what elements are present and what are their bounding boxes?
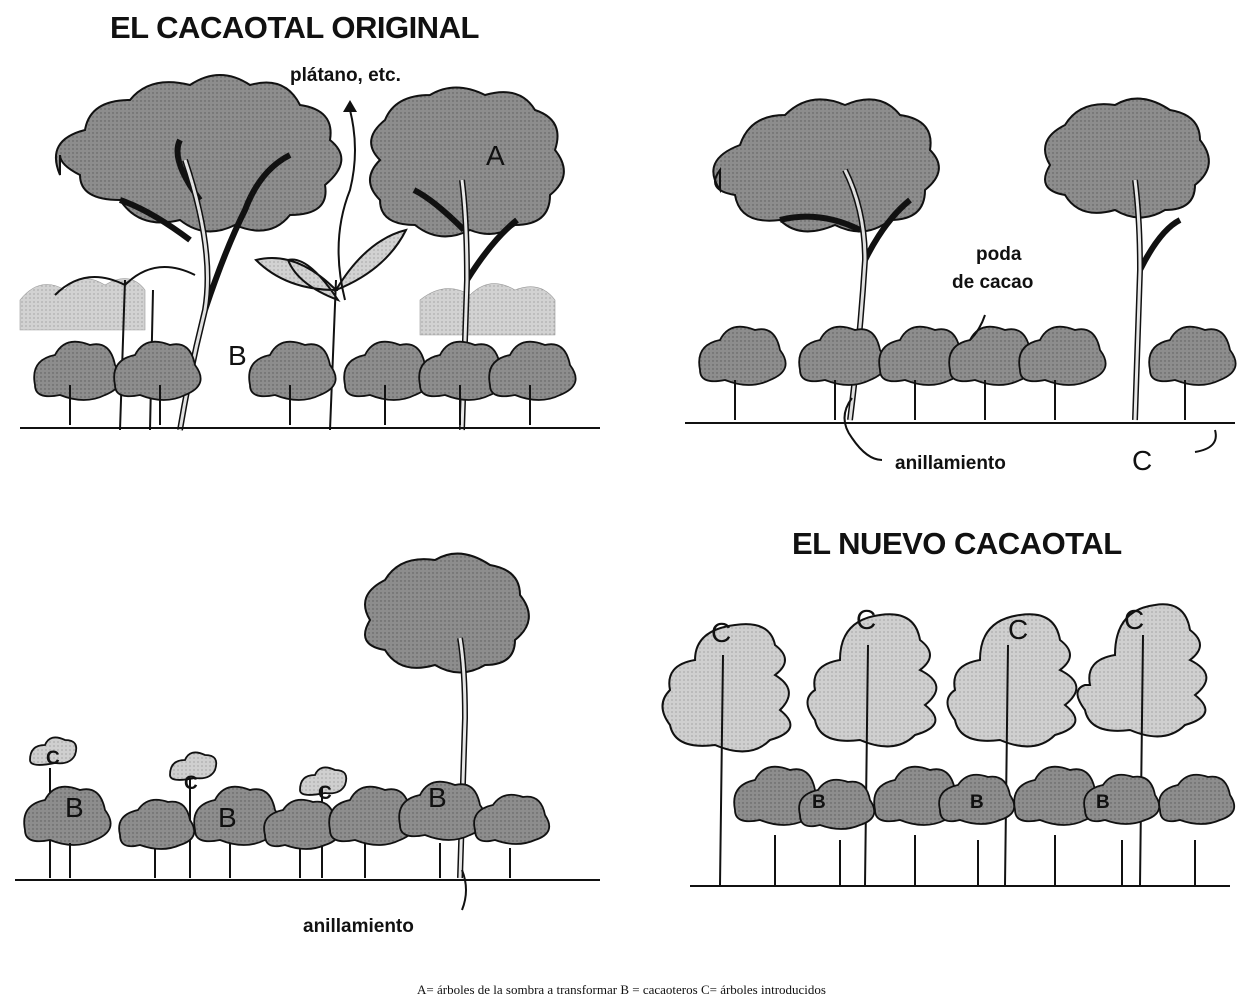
label-platano: plátano, etc.	[290, 65, 401, 86]
c-arrow	[1194, 429, 1217, 453]
panel-original-illustration	[19, 74, 600, 431]
title-original: EL CACAOTAL ORIGINAL	[110, 10, 479, 45]
panel-nuevo-illustration	[661, 603, 1236, 887]
introduced-tree-trunks	[719, 634, 1144, 886]
label-poda: poda	[976, 244, 1022, 265]
letter-c-nuevo-4: C	[1124, 604, 1145, 635]
label-anillamiento-top: anillamiento	[895, 453, 1006, 474]
letter-a-shade-tree: A	[486, 140, 505, 171]
legend-caption: A= árboles de la sombra a transformar B …	[417, 982, 826, 997]
letter-c-3: C	[318, 783, 332, 804]
girdling-arrow	[461, 869, 467, 911]
poda-arrow	[969, 314, 986, 341]
letter-c-nuevo-2: C	[856, 604, 877, 635]
palm-trees	[54, 266, 196, 431]
letter-b-nuevo-2: B	[970, 792, 984, 813]
letter-b-cacao: B	[228, 340, 247, 371]
letter-c-introduced: C	[1132, 445, 1153, 476]
letter-b-2: B	[218, 802, 237, 833]
girdling-arrow	[843, 397, 883, 461]
platano-arrow	[337, 109, 356, 301]
pruned-cacao-row	[698, 325, 1237, 420]
shade-tree-canopy	[55, 74, 343, 233]
letter-c-nuevo-1: C	[711, 617, 732, 648]
cacao-row-original	[33, 340, 577, 425]
letter-b-1: B	[65, 792, 84, 823]
shade-tree-a-canopy	[369, 86, 565, 238]
cacao-row-transition	[23, 780, 551, 878]
letter-b-3: B	[428, 782, 447, 813]
letter-b-nuevo-3: B	[1096, 792, 1110, 813]
shade-tree-right-canopy	[1044, 97, 1210, 219]
cacao-row-nuevo	[733, 765, 1236, 885]
panel-poda-illustration	[685, 97, 1237, 461]
banana-plant	[254, 228, 408, 431]
letter-c-1: C	[46, 748, 60, 769]
letter-c-nuevo-3: C	[1008, 614, 1029, 645]
title-nuevo: EL NUEVO CACAOTAL	[792, 526, 1122, 561]
letter-c-2: C	[184, 773, 198, 794]
shade-tree-left-canopy	[712, 98, 940, 233]
background-foliage	[19, 278, 556, 336]
letter-b-nuevo-1: B	[812, 792, 826, 813]
label-anillamiento-bottom: anillamiento	[303, 916, 414, 937]
panel-transition-illustration	[15, 552, 600, 911]
remaining-shade-tree-canopy	[364, 552, 530, 674]
label-de-cacao: de cacao	[952, 272, 1034, 293]
